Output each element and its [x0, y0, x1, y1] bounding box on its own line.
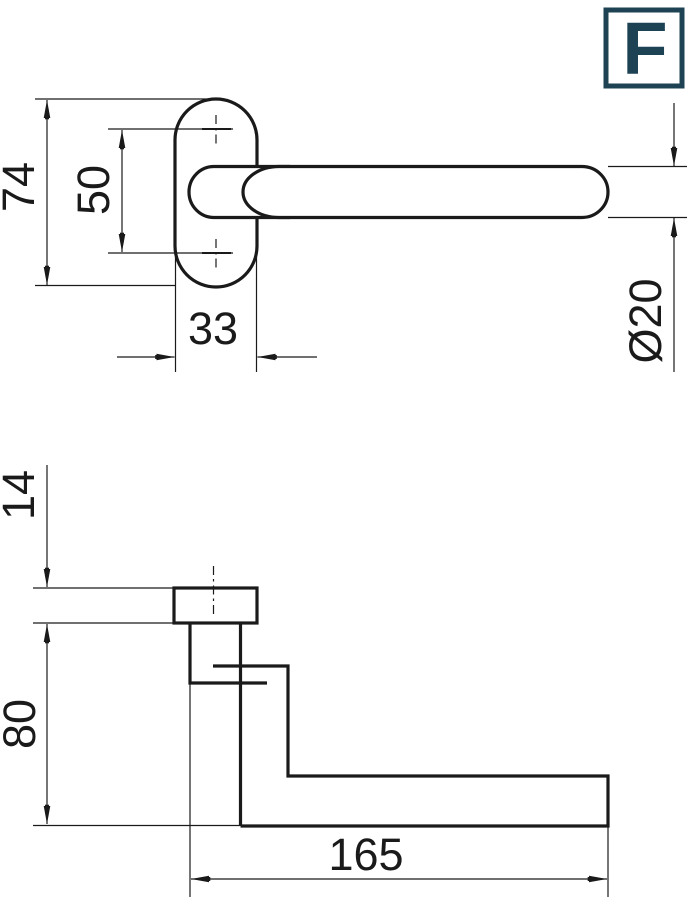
dim-rose-height: 74	[0, 98, 207, 287]
rose-cap-outline	[172, 586, 259, 625]
dim-label: 165	[328, 829, 403, 880]
brand-logo-letter: F	[622, 7, 667, 90]
top-view: 74 50 33 Ø20	[0, 97, 687, 372]
dim-label: 80	[0, 699, 45, 749]
dim-projection: 80	[0, 624, 240, 827]
dim-grip-length: 165	[189, 684, 609, 897]
dim-label: 50	[68, 165, 119, 215]
brand-logo-box	[603, 7, 685, 89]
grip-outline	[241, 164, 610, 220]
dim-rose-width: 33	[117, 220, 317, 372]
dim-hole-spacing: 50	[68, 128, 233, 254]
handle-profile-grip	[213, 664, 610, 828]
dim-rose-thickness: 14	[0, 465, 173, 624]
side-view: 14 80 165	[0, 465, 610, 897]
dim-label: 74	[0, 162, 44, 212]
dim-grip-diameter: Ø20	[608, 103, 687, 372]
dim-label: Ø20	[620, 278, 671, 363]
dim-label: 33	[188, 303, 238, 354]
neck-outline	[187, 164, 290, 220]
brand-logo: F	[603, 7, 685, 90]
handle-profile-neck	[188, 623, 267, 685]
dim-label: 14	[0, 470, 44, 520]
